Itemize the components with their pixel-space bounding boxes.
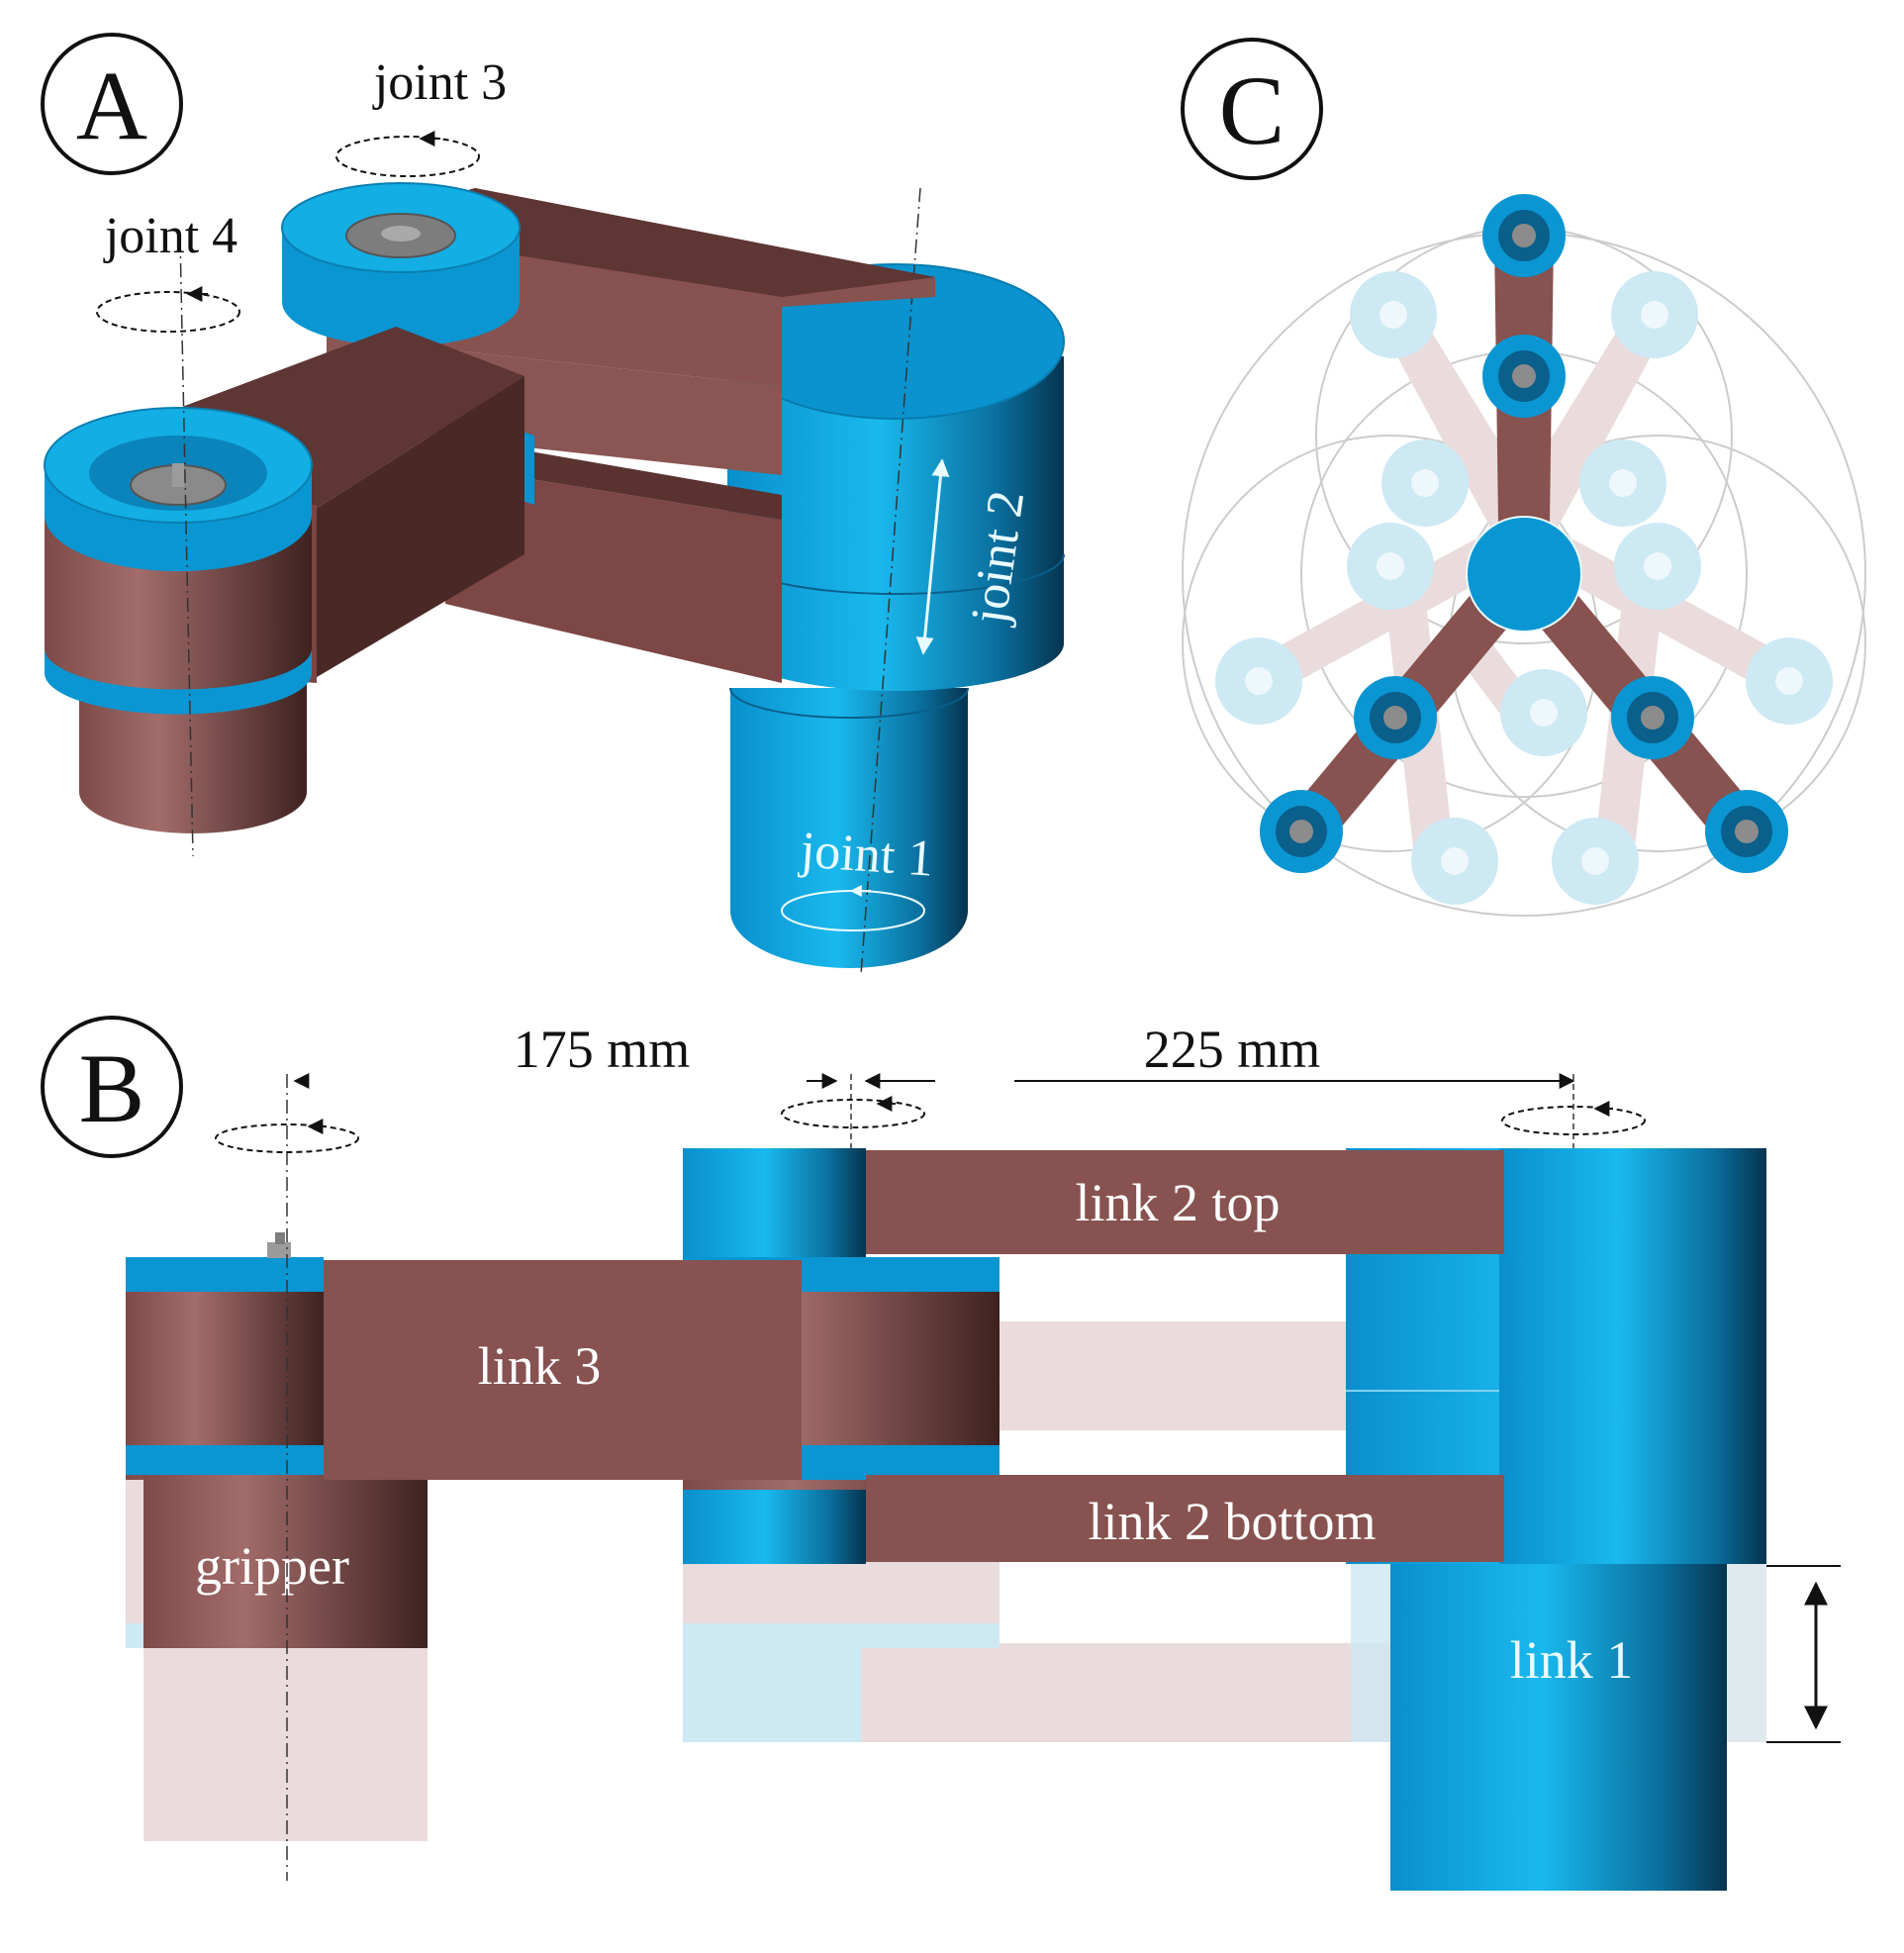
link-3-side xyxy=(324,1260,802,1480)
gripper-iso xyxy=(44,237,313,857)
panel-c-top-view: C xyxy=(1181,38,1866,917)
panel-b-badge: B xyxy=(41,1016,183,1158)
joint-1-rotation-arrow xyxy=(781,885,925,931)
link-1-label: link 1 xyxy=(1510,1630,1634,1690)
joint-4-rotation-marker xyxy=(215,1119,359,1153)
panel-c-badge: C xyxy=(1181,38,1323,180)
joint-1-rotation-marker xyxy=(1501,1101,1646,1135)
panel-a-letter: A xyxy=(76,50,147,160)
panel-c-letter: C xyxy=(1219,55,1285,165)
link-2-top-side xyxy=(866,1150,1504,1254)
joint-4-label: joint 4 xyxy=(103,208,238,264)
base-joint-top xyxy=(1466,516,1582,633)
link-2-bottom-label: link 2 bottom xyxy=(1088,1492,1376,1551)
panel-b-letter: B xyxy=(79,1033,145,1143)
joint-1-label: joint 1 xyxy=(797,822,935,887)
panel-a-isometric: A xyxy=(41,33,1065,976)
joint-3-rotation-arrow xyxy=(335,131,480,177)
link-2-top-label: link 2 top xyxy=(1075,1173,1280,1232)
link-1-side xyxy=(1390,1564,1727,1891)
joint-3-rotation-marker xyxy=(781,1096,925,1128)
joint-2-translation-arrow xyxy=(915,458,950,655)
main-configurations xyxy=(1260,194,1788,873)
panel-a-badge: A xyxy=(41,33,183,175)
gripper-cylinder-side xyxy=(126,1232,428,1648)
link-3-label: link 3 xyxy=(478,1336,602,1396)
joint-3-label: joint 3 xyxy=(372,54,507,111)
ghost-configurations xyxy=(1215,271,1833,905)
joint-3-cap-iso xyxy=(281,182,521,346)
dimension-175mm-label: 175 mm xyxy=(514,1020,691,1079)
gripper-label: gripper xyxy=(195,1536,349,1596)
panel-b-side-view: B li xyxy=(41,1016,1841,1891)
joint-4-rotation-arrow xyxy=(96,286,240,333)
link-2-bottom-side xyxy=(866,1475,1504,1562)
vertical-stroke-dimension xyxy=(1766,1565,1841,1743)
dimension-225mm-label: 225 mm xyxy=(1144,1020,1321,1079)
